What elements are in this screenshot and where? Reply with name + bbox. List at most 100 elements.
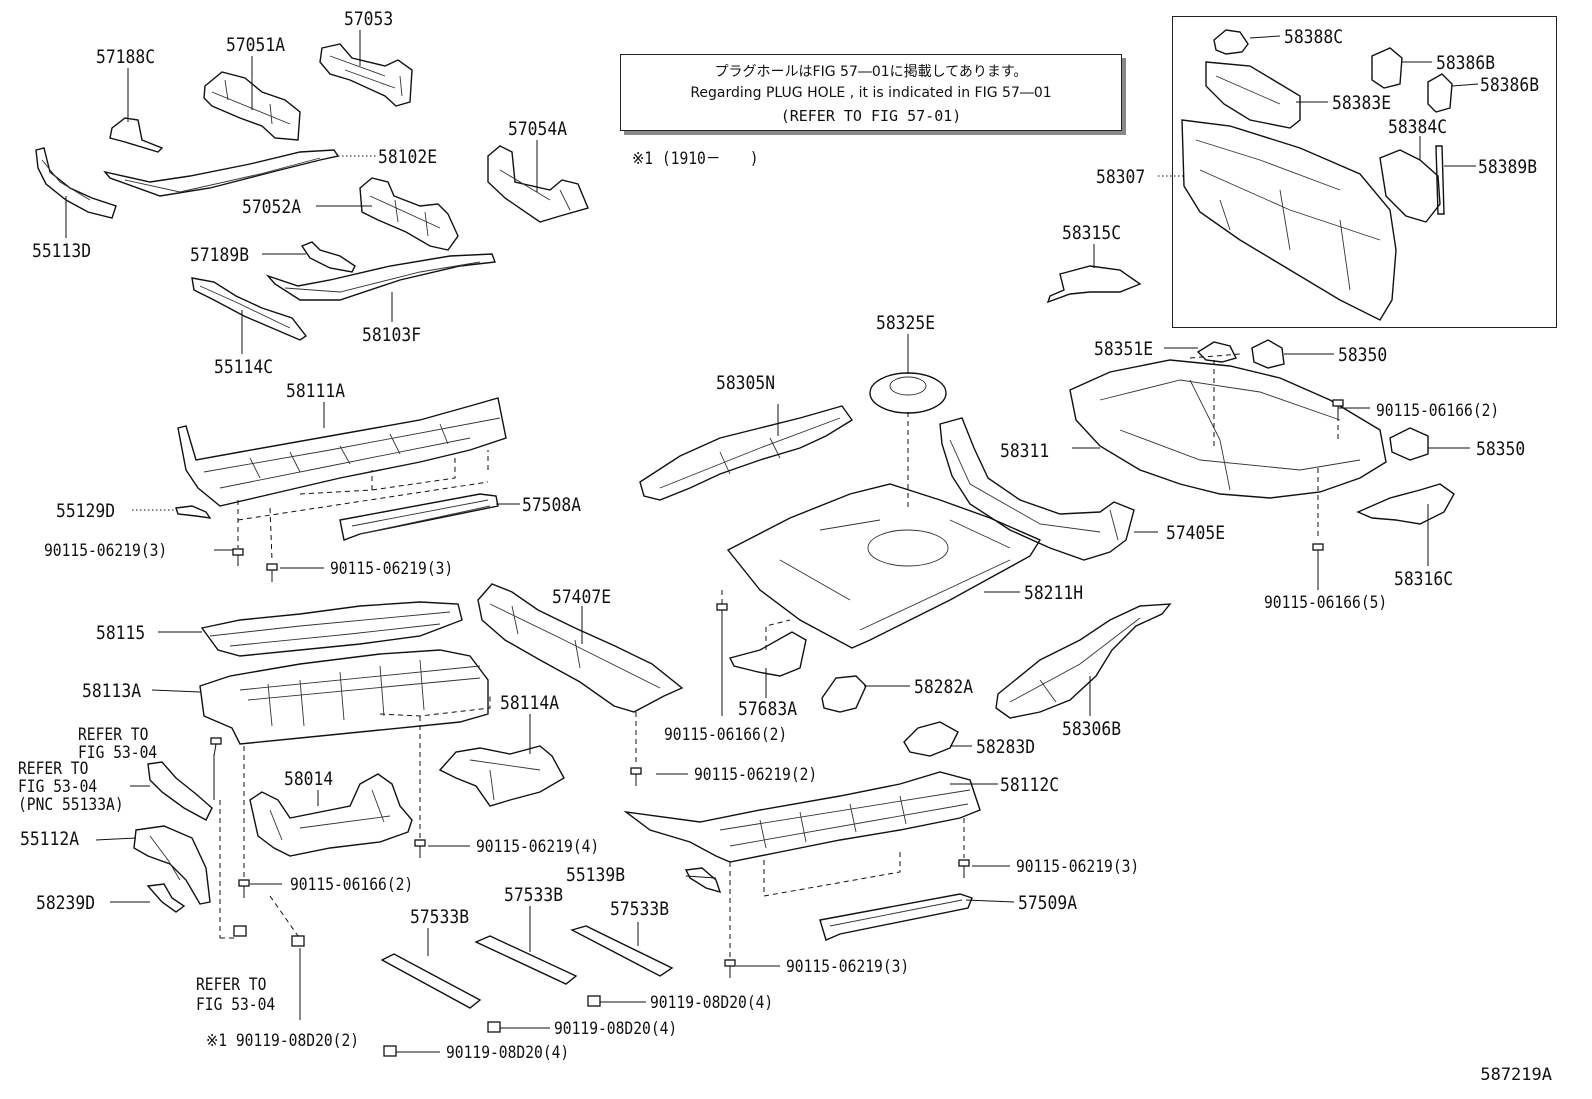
- label-58389B: 58389B: [1478, 156, 1538, 178]
- part-58306B: [995, 603, 1172, 719]
- label-57508A: 57508A: [522, 494, 582, 516]
- label-refer3-a: REFER TO: [196, 975, 267, 995]
- part-58389B: [1435, 145, 1445, 215]
- part-57053: [319, 43, 413, 107]
- part-55114C: [191, 277, 308, 341]
- part-57533B-b: [474, 935, 578, 985]
- footnote: ※1 (1910－ ): [632, 149, 759, 169]
- bolt-icon: [233, 925, 247, 937]
- label-57533B-c: 57533B: [610, 898, 670, 920]
- part-58350-a: [1251, 339, 1285, 369]
- label-90115-06219-3b: 90115-06219(3): [330, 559, 454, 579]
- part-58388C: [1213, 29, 1249, 55]
- label-58305N: 58305N: [716, 372, 776, 394]
- part-58386B-b: [1427, 73, 1453, 113]
- bolt-icon: [1332, 399, 1344, 416]
- part-58316C: [1356, 483, 1455, 525]
- label-refer2-c: (PNC 55133A): [18, 795, 124, 815]
- label-90115-06219-3d: 90115-06219(3): [786, 957, 910, 977]
- bolt-icon: [238, 879, 250, 898]
- label-58014: 58014: [284, 768, 334, 790]
- label-58103F: 58103F: [362, 324, 422, 346]
- label-58351E: 58351E: [1094, 338, 1154, 360]
- label-57189B: 57189B: [190, 244, 250, 266]
- label-57052A: 57052A: [242, 196, 302, 218]
- bolt-icon: [383, 1045, 397, 1057]
- bolt-icon: [1312, 543, 1324, 560]
- label-58325E: 58325E: [876, 312, 936, 334]
- label-58388C: 58388C: [1284, 26, 1344, 48]
- bolt-icon: [291, 935, 305, 947]
- label-58115: 58115: [96, 622, 146, 644]
- note-line-jp: プラグホールはFIG 57―01に掲載してあります。: [714, 64, 1028, 80]
- part-58103F: [265, 253, 496, 301]
- part-58102E: [103, 149, 340, 197]
- label-55112A: 55112A: [20, 828, 80, 850]
- label-58350-a: 58350: [1338, 344, 1388, 366]
- part-57509A: [819, 893, 973, 941]
- bolt-icon: [210, 737, 222, 757]
- label-90115-06166-2b: 90115-06166(2): [664, 725, 788, 745]
- label-58239D: 58239D: [36, 892, 96, 914]
- part-58305N: [639, 405, 854, 501]
- label-refer1-b: FIG 53-04: [78, 743, 158, 763]
- label-90119-08D20-4c: 90119-08D20(4): [446, 1043, 570, 1063]
- bolt-icon: [414, 839, 426, 858]
- label-90115-06166-5: 90115-06166(5): [1264, 593, 1388, 613]
- part-58282A: [821, 675, 867, 713]
- bolt-icon: [266, 563, 278, 582]
- label-58311: 58311: [1000, 440, 1050, 462]
- part-55113D: [35, 147, 117, 219]
- label-90115-06219-3a: 90115-06219(3): [44, 541, 168, 561]
- part-fig53-bracket: [147, 761, 213, 821]
- label-57533B-a: 57533B: [410, 906, 470, 928]
- note-line-ref: (REFER TO FIG 57-01): [780, 107, 962, 125]
- part-57054A: [487, 145, 589, 223]
- label-57051A: 57051A: [226, 34, 286, 56]
- label-55129D: 55129D: [56, 500, 116, 522]
- label-90115-06219-2: 90115-06219(2): [694, 765, 818, 785]
- label-90119-08D20-4b: 90119-08D20(4): [554, 1019, 678, 1039]
- part-55139B: [684, 867, 722, 894]
- bolt-icon: [630, 767, 642, 786]
- bolt-icon: [724, 959, 736, 978]
- plug-hole-note: プラグホールはFIG 57―01に掲載してあります。 Regarding PLU…: [620, 54, 1122, 131]
- label-57188C: 57188C: [96, 46, 156, 68]
- part-57508A: [339, 493, 499, 541]
- label-55139B: 55139B: [566, 864, 626, 886]
- bolt-icon: [958, 859, 970, 878]
- part-57052A: [359, 177, 459, 251]
- bolt-icon: [587, 995, 601, 1007]
- label-58283D: 58283D: [976, 736, 1036, 758]
- part-57533B-c: [570, 925, 674, 977]
- leader-lines: [65, 30, 1479, 1053]
- part-58239D: [146, 883, 186, 913]
- label-58112C: 58112C: [1000, 774, 1060, 796]
- bolt-icon: [716, 603, 728, 620]
- illustration-id: 587219A: [1480, 1065, 1552, 1085]
- label-58386B-a: 58386B: [1436, 52, 1496, 74]
- note-line-en: Regarding PLUG HOLE , it is indicated in…: [690, 85, 1052, 101]
- label-58307: 58307: [1096, 166, 1146, 188]
- part-57683A: [728, 619, 807, 677]
- label-57683A: 57683A: [738, 698, 798, 720]
- label-58315C: 58315C: [1062, 222, 1122, 244]
- part-57533B-a: [380, 953, 482, 1009]
- part-58014: [249, 773, 413, 857]
- label-refer2-a: REFER TO: [18, 759, 89, 779]
- part-58114A: [438, 745, 565, 807]
- label-90115-06219-3c: 90115-06219(3): [1016, 857, 1140, 877]
- part-57405E: [939, 417, 1135, 561]
- label-57509A: 57509A: [1018, 892, 1078, 914]
- label-90115-06166-2c: 90115-06166(2): [1376, 401, 1500, 421]
- label-58350-b: 58350: [1476, 438, 1526, 460]
- part-57051A: [203, 71, 301, 141]
- part-58383E: [1205, 61, 1301, 129]
- label-58113A: 58113A: [82, 680, 142, 702]
- label-refer1-a: REFER TO: [78, 725, 149, 745]
- label-90119-08D20-4a: 90119-08D20(4): [650, 993, 774, 1013]
- part-58115: [200, 601, 463, 657]
- label-57407E: 57407E: [552, 586, 612, 608]
- part-58386B-a: [1371, 47, 1403, 89]
